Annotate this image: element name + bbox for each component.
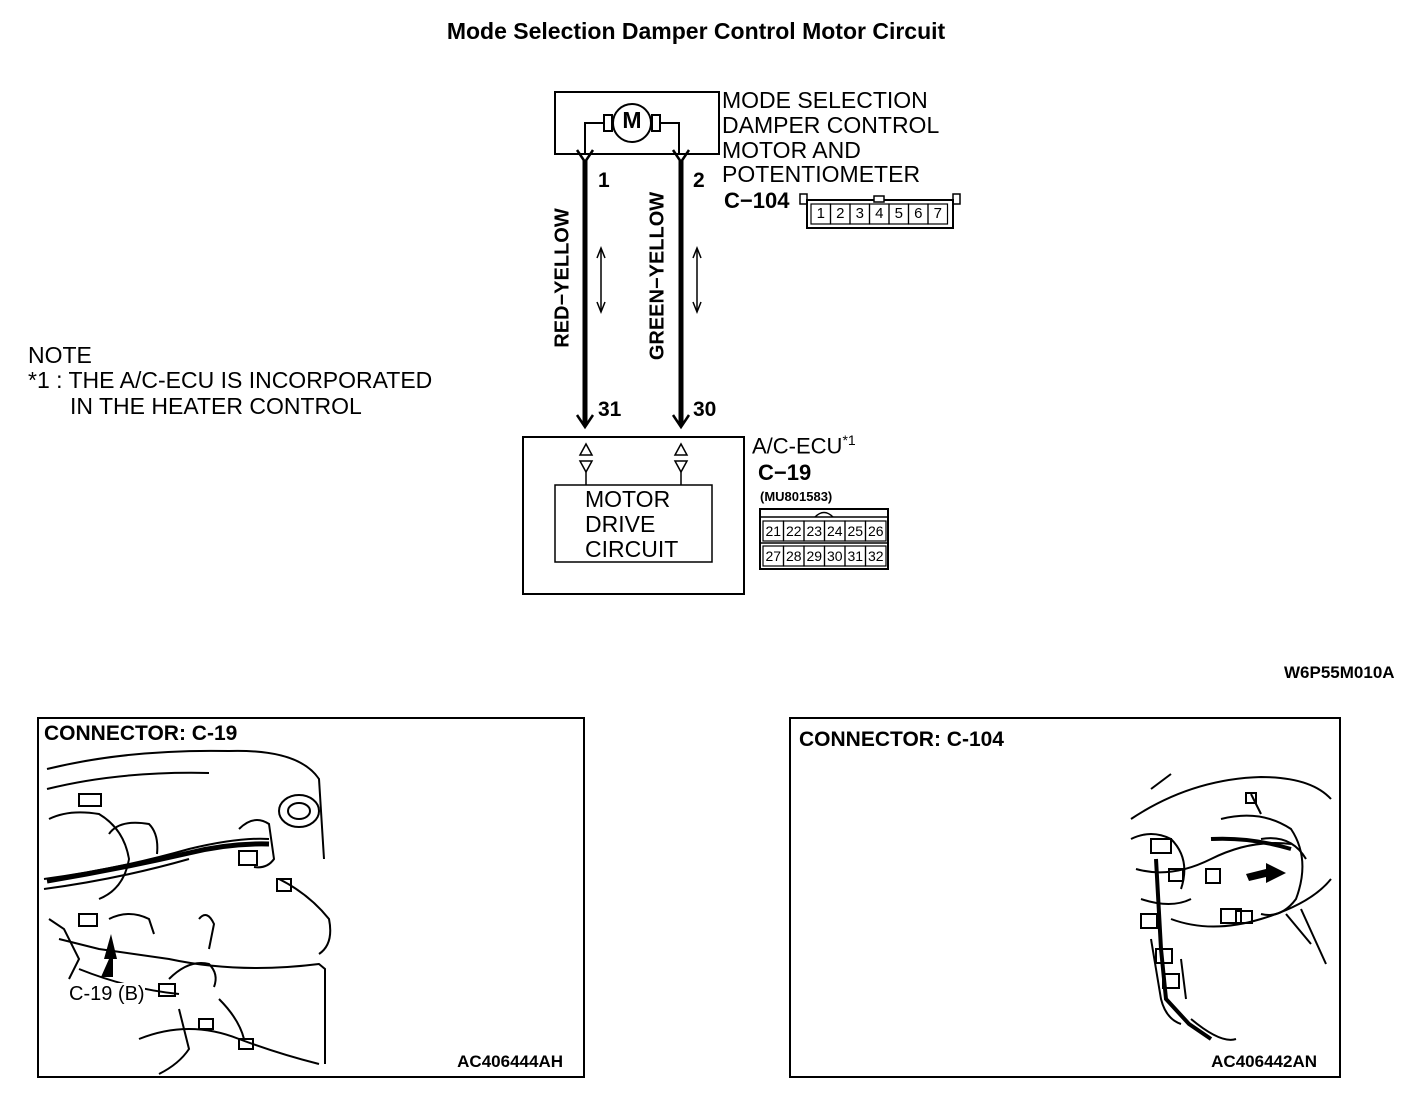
motor-drive-box [554, 484, 713, 563]
panel-c19-title: CONNECTOR: C-19 [44, 722, 238, 745]
c19-top-pin-label: 21 [765, 523, 782, 539]
c19-connector-face [759, 508, 889, 570]
wire-color-right: GREEN−YELLOW [646, 191, 669, 361]
drive-circuit-line-2: DRIVE [585, 511, 656, 537]
c19-bottom-cell [864, 545, 887, 567]
c104-pin-label: 3 [855, 205, 864, 222]
c104-pin-label: 6 [914, 205, 923, 222]
c19-top-pin-label: 26 [867, 523, 884, 539]
motor-pin-2: 2 [693, 169, 705, 192]
drive-circuit-line-3: CIRCUIT [585, 536, 679, 562]
note-heading: NOTE [28, 342, 92, 368]
diagram-title: Mode Selection Damper Control Motor Circ… [446, 18, 946, 44]
motor-name-line-3: MOTOR AND [722, 137, 861, 163]
arrow-icon [1246, 863, 1286, 883]
dashboard-illustration-c104 [1130, 773, 1332, 1041]
c19-bottom-pin-label: 30 [826, 548, 843, 564]
note-marker: *1 [28, 367, 50, 393]
ecu-part-number: (MU801583) [760, 489, 833, 504]
c19-bottom-pin-label: 31 [847, 548, 864, 564]
motor-pin-1: 1 [598, 169, 610, 192]
panel-c104-code: AC406442AN [1211, 1052, 1317, 1071]
ecu-name: A/C-ECU*1 [752, 432, 856, 459]
connector-c19-panel: CONNECTOR: C-19 [37, 717, 585, 1078]
c104-pin-label: 4 [875, 205, 884, 222]
ecu-pin-30: 30 [693, 398, 717, 421]
c19-top-pin-label: 23 [806, 523, 823, 539]
ecu-pin-31: 31 [598, 398, 622, 421]
c104-pin-label: 5 [894, 205, 903, 222]
motor-name-line-1: MODE SELECTION [722, 87, 928, 113]
panel-c104-title: CONNECTOR: C-104 [799, 728, 1004, 751]
dashboard-illustration-c19 [43, 749, 332, 1075]
motor-name-line-4: POTENTIOMETER [722, 161, 921, 187]
ecu-superscript: *1 [842, 432, 856, 448]
c104-pin-label: 1 [816, 205, 825, 222]
c19-top-pin-label: 22 [785, 523, 802, 539]
motor-box [554, 91, 720, 155]
connector-c104-panel: CONNECTOR: C-104 [789, 717, 1341, 1078]
motor-name-line-2: DAMPER CONTROL [722, 112, 940, 138]
c19-bottom-pin-label: 32 [867, 548, 884, 564]
ecu-connector-id: C−19 [758, 460, 812, 485]
c19-top-cell [864, 520, 887, 542]
motor-symbol-circle [612, 103, 652, 143]
c19-top-pin-label: 25 [847, 523, 864, 539]
note-line-1: *1 : THE A/C-ECU IS INCORPORATED [28, 367, 433, 393]
c19-bottom-pin-label: 28 [785, 548, 802, 564]
motor-symbol-letter: M [622, 107, 642, 133]
wire-color-left: RED−YELLOW [551, 208, 574, 348]
ecu-box [522, 436, 745, 595]
c19-top-pin-label: 24 [826, 523, 843, 539]
motor-connector-id: C−104 [724, 188, 790, 213]
arrow-icon [101, 934, 117, 977]
figure-code: W6P55M010A [1284, 663, 1395, 682]
drive-circuit-line-1: MOTOR [585, 486, 671, 512]
note-line-2: IN THE HEATER CONTROL [70, 393, 362, 419]
c19-callout: C-19 (B) [69, 983, 145, 1006]
c104-pin-label: 2 [836, 205, 845, 222]
c19-bottom-pin-label: 27 [765, 548, 782, 564]
panel-c19-code: AC406444AH [457, 1052, 563, 1071]
c104-pin-label: 7 [933, 205, 942, 222]
c19-bottom-pin-label: 29 [806, 548, 823, 564]
c104-cell [927, 203, 949, 225]
